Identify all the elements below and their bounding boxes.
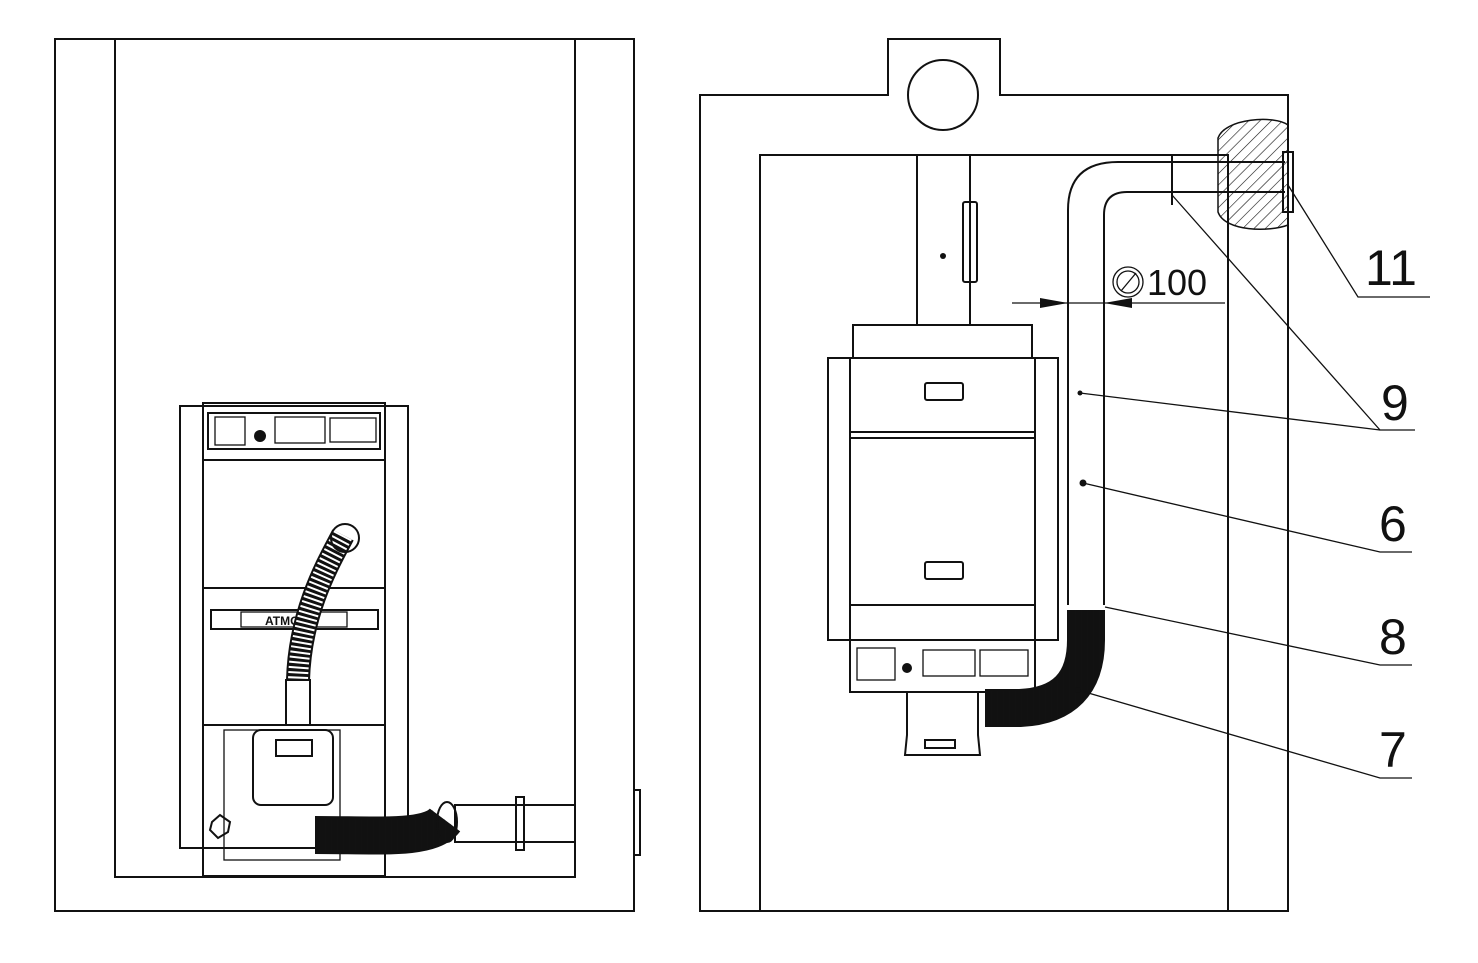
flexible-hose [985, 610, 1103, 725]
knob-icon [208, 813, 232, 840]
exhaust-hose [314, 808, 459, 853]
boiler-side-panels [179, 405, 409, 849]
feeder-hose [288, 530, 352, 681]
boiler-body [202, 402, 386, 877]
brand-text: ATMO [265, 614, 299, 628]
callout-7: 7 [1379, 722, 1407, 778]
control-panel [207, 412, 381, 450]
chimney-opening [907, 59, 979, 131]
wall-section [1217, 118, 1289, 230]
callouts: 11 9 6 8 7 [1075, 184, 1430, 779]
wall-bracket [633, 789, 641, 856]
callout-8: 8 [1379, 609, 1407, 665]
dimension: 100 [1012, 262, 1225, 308]
room-inner-wall [114, 39, 576, 878]
boiler-side [827, 154, 1059, 756]
room-outline [54, 38, 635, 912]
boiler-front: ATMO [179, 402, 576, 877]
control-panel [849, 639, 1036, 693]
callout-6: 6 [1379, 496, 1407, 552]
room-outline [699, 38, 1289, 912]
dimension-value: 100 [1147, 262, 1207, 303]
diameter-icon [1112, 266, 1144, 298]
side-view-room [699, 38, 1289, 912]
burner [252, 729, 334, 806]
flue-system [985, 151, 1294, 727]
callout-11: 11 [1365, 240, 1417, 296]
front-view-room [54, 38, 641, 912]
callout-9: 9 [1381, 375, 1409, 431]
